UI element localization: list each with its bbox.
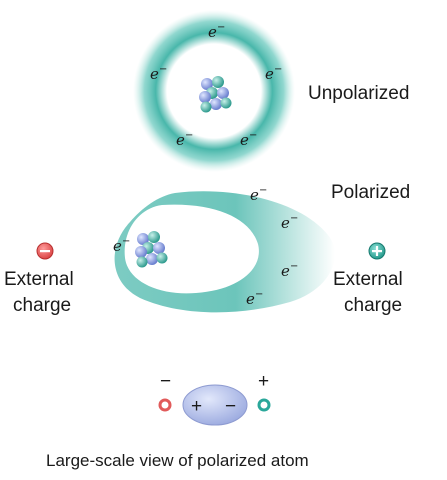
svg-text:−: − [290, 261, 298, 272]
svg-text:e: e [176, 131, 185, 149]
svg-text:e: e [150, 65, 159, 83]
nucleus [135, 231, 168, 268]
polarized-label: Polarized [331, 182, 410, 203]
negative-external-charge: External charge [4, 242, 74, 316]
external-charge-label-left-1: External [4, 269, 74, 290]
polarized-atom: e− e− e− e− e− Polarized [113, 182, 410, 313]
svg-text:−: − [249, 130, 257, 141]
svg-text:e: e [208, 23, 217, 41]
svg-text:e: e [281, 262, 290, 280]
svg-text:−: − [159, 64, 167, 75]
external-charge-label-right-1: External [333, 269, 403, 290]
svg-text:−: − [290, 213, 298, 224]
external-charge-label-left-2: charge [13, 295, 71, 316]
svg-text:−: − [217, 22, 225, 33]
small-negative-charge [158, 398, 172, 412]
caption: Large-scale view of polarized atom [46, 451, 309, 470]
electron-label: e− [176, 130, 193, 149]
large-scale-view: − + + − Large-scale view of polarized at… [46, 371, 309, 470]
electron-label: e− [246, 289, 263, 308]
svg-text:e: e [240, 131, 249, 149]
svg-text:−: − [259, 185, 267, 196]
svg-text:e: e [281, 214, 290, 232]
svg-text:e: e [113, 237, 122, 255]
svg-text:e: e [246, 290, 255, 308]
svg-text:−: − [185, 130, 193, 141]
electron-label: e− [250, 185, 267, 204]
svg-text:e: e [265, 65, 274, 83]
electron-label: e− [150, 64, 167, 83]
unpolarized-atom: e− e− e− e− e− Unpolarized [133, 10, 409, 172]
atom-negative-side: − [225, 396, 236, 417]
svg-text:−: − [122, 236, 130, 247]
small-positive-charge [257, 398, 271, 412]
nucleus [199, 76, 232, 113]
external-charge-label-right-2: charge [344, 295, 402, 316]
unpolarized-label: Unpolarized [308, 83, 409, 104]
positive-sign: + [258, 371, 269, 392]
polarized-atom-ellipse [182, 384, 248, 426]
svg-text:−: − [274, 64, 282, 75]
positive-external-charge: External charge [333, 242, 403, 316]
electron-label: e− [113, 236, 130, 255]
electron-label: e− [281, 213, 298, 232]
electron-label: e− [240, 130, 257, 149]
cloud-inner-void [124, 204, 259, 294]
electron-label: e− [208, 22, 225, 41]
electron-label: e− [281, 261, 298, 280]
electron-label: e− [265, 64, 282, 83]
svg-text:e: e [250, 186, 259, 204]
svg-text:−: − [255, 289, 263, 300]
negative-sign: − [160, 371, 171, 392]
atom-positive-side: + [191, 396, 202, 417]
